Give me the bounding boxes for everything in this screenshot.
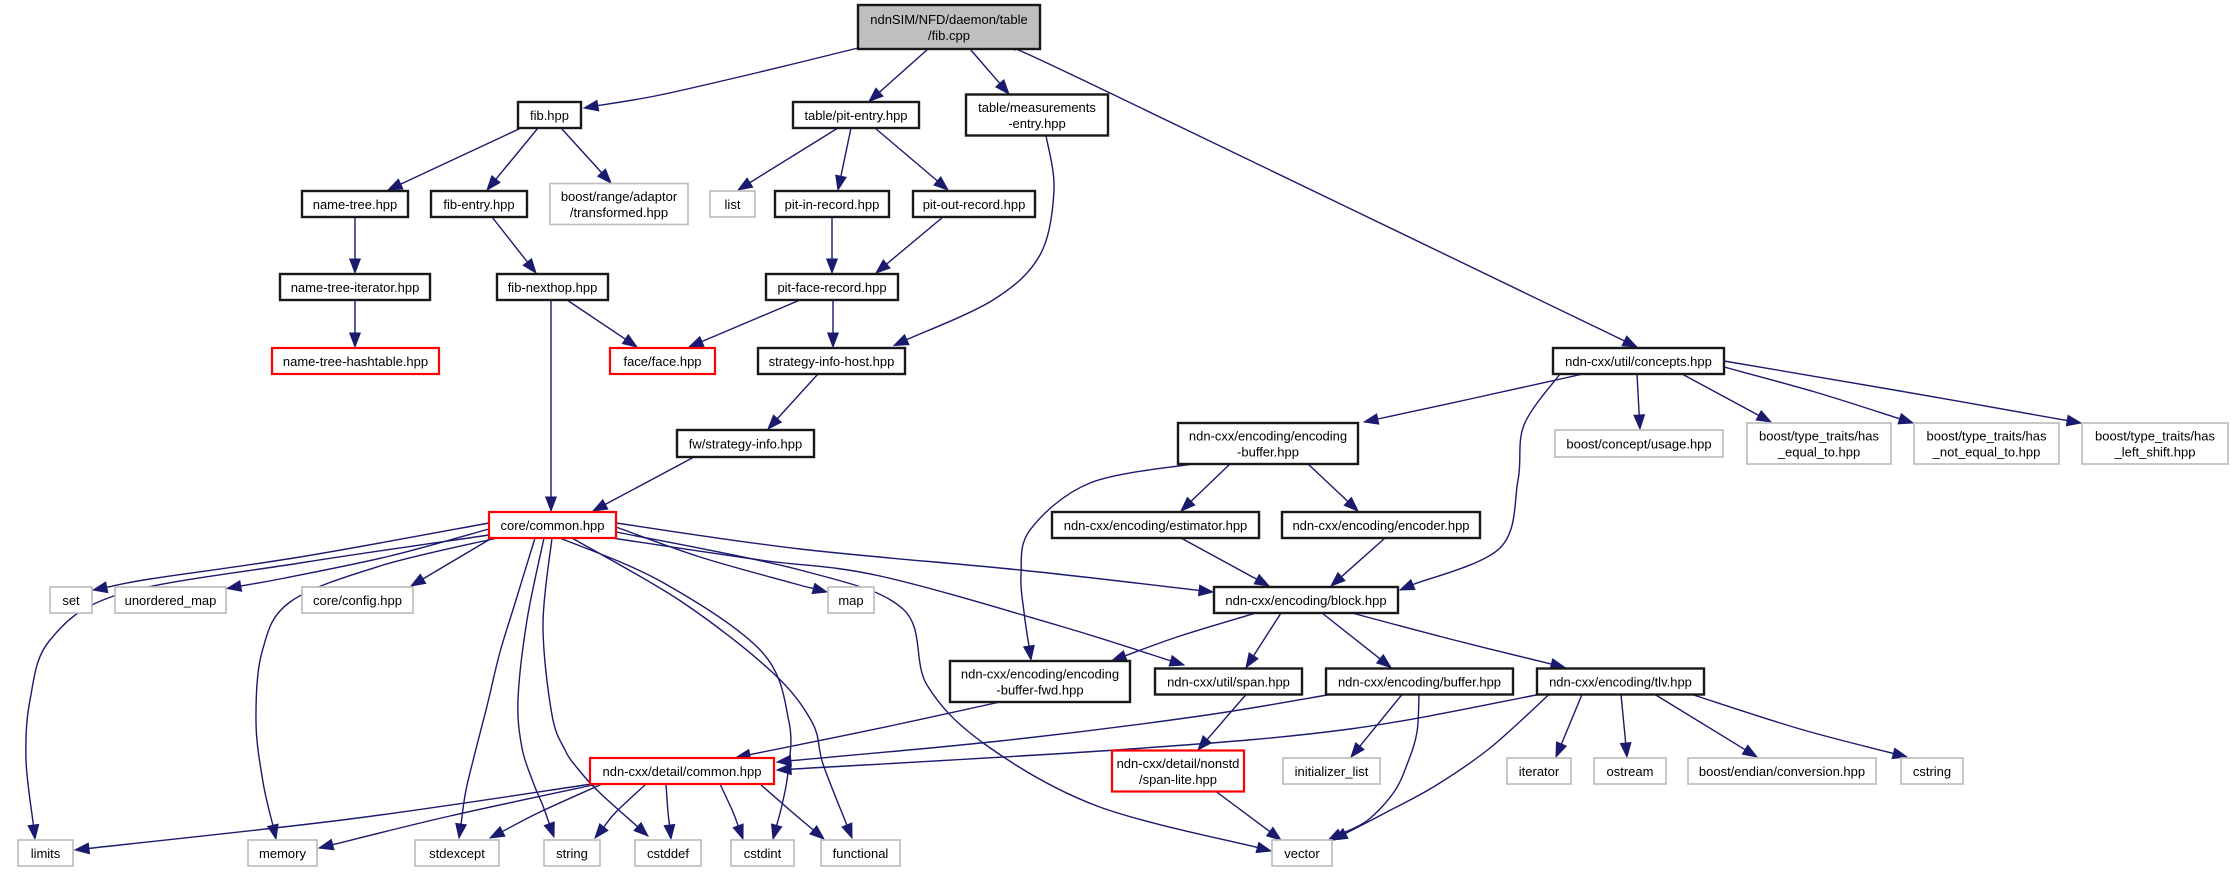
svg-text:ostream: ostream bbox=[1607, 764, 1654, 779]
svg-text:ndn-cxx/detail/nonstd: ndn-cxx/detail/nonstd bbox=[1117, 756, 1240, 771]
svg-text:ndn-cxx/encoding/buffer.hpp: ndn-cxx/encoding/buffer.hpp bbox=[1338, 674, 1501, 689]
svg-text:pit-in-record.hpp: pit-in-record.hpp bbox=[785, 197, 880, 212]
svg-text:cstdint: cstdint bbox=[744, 846, 782, 861]
svg-text:initializer_list: initializer_list bbox=[1295, 764, 1369, 779]
svg-text:fib-nexthop.hpp: fib-nexthop.hpp bbox=[508, 280, 598, 295]
svg-text:name-tree.hpp: name-tree.hpp bbox=[313, 197, 398, 212]
svg-text:cstddef: cstddef bbox=[647, 846, 689, 861]
svg-text:unordered_map: unordered_map bbox=[125, 593, 217, 608]
svg-text:ndn-cxx/detail/common.hpp: ndn-cxx/detail/common.hpp bbox=[603, 764, 762, 779]
svg-text:strategy-info-host.hpp: strategy-info-host.hpp bbox=[769, 354, 895, 369]
svg-text:set: set bbox=[62, 593, 80, 608]
svg-text:fib.hpp: fib.hpp bbox=[530, 108, 569, 123]
svg-text:name-tree-hashtable.hpp: name-tree-hashtable.hpp bbox=[283, 354, 428, 369]
svg-text:core/config.hpp: core/config.hpp bbox=[313, 593, 402, 608]
svg-text:face/face.hpp: face/face.hpp bbox=[623, 354, 701, 369]
svg-text:_equal_to.hpp: _equal_to.hpp bbox=[1777, 444, 1860, 459]
svg-text:boost/concept/usage.hpp: boost/concept/usage.hpp bbox=[1566, 436, 1711, 451]
svg-text:/transformed.hpp: /transformed.hpp bbox=[570, 205, 668, 220]
svg-text:ndn-cxx/encoding/block.hpp: ndn-cxx/encoding/block.hpp bbox=[1225, 593, 1386, 608]
svg-text:table/measurements: table/measurements bbox=[978, 100, 1096, 115]
svg-text:ndn-cxx/encoding/encoder.hpp: ndn-cxx/encoding/encoder.hpp bbox=[1292, 518, 1469, 533]
svg-text:pit-face-record.hpp: pit-face-record.hpp bbox=[777, 280, 886, 295]
svg-text:/fib.cpp: /fib.cpp bbox=[928, 28, 970, 43]
svg-text:functional: functional bbox=[833, 846, 889, 861]
svg-text:-buffer.hpp: -buffer.hpp bbox=[1237, 444, 1299, 459]
svg-text:/span-lite.hpp: /span-lite.hpp bbox=[1139, 772, 1217, 787]
svg-text:boost/endian/conversion.hpp: boost/endian/conversion.hpp bbox=[1699, 764, 1865, 779]
svg-text:ndn-cxx/util/span.hpp: ndn-cxx/util/span.hpp bbox=[1167, 674, 1290, 689]
svg-text:ndn-cxx/encoding/encoding: ndn-cxx/encoding/encoding bbox=[961, 666, 1119, 681]
svg-text:name-tree-iterator.hpp: name-tree-iterator.hpp bbox=[291, 280, 420, 295]
svg-text:table/pit-entry.hpp: table/pit-entry.hpp bbox=[804, 108, 907, 123]
svg-text:ndn-cxx/encoding/encoding: ndn-cxx/encoding/encoding bbox=[1189, 428, 1347, 443]
svg-text:-buffer-fwd.hpp: -buffer-fwd.hpp bbox=[996, 682, 1083, 697]
svg-text:map: map bbox=[838, 593, 863, 608]
svg-text:boost/type_traits/has: boost/type_traits/has bbox=[1759, 428, 1879, 443]
svg-text:vector: vector bbox=[1284, 846, 1320, 861]
svg-text:boost/type_traits/has: boost/type_traits/has bbox=[2095, 428, 2215, 443]
svg-text:ndnSIM/NFD/daemon/table: ndnSIM/NFD/daemon/table bbox=[870, 12, 1028, 27]
svg-text:_not_equal_to.hpp: _not_equal_to.hpp bbox=[1932, 444, 2041, 459]
svg-text:boost/range/adaptor: boost/range/adaptor bbox=[561, 189, 678, 204]
svg-text:stdexcept: stdexcept bbox=[429, 846, 485, 861]
svg-text:fib-entry.hpp: fib-entry.hpp bbox=[443, 197, 514, 212]
svg-text:list: list bbox=[725, 197, 741, 212]
svg-text:limits: limits bbox=[31, 846, 61, 861]
svg-text:core/common.hpp: core/common.hpp bbox=[500, 518, 604, 533]
svg-text:-entry.hpp: -entry.hpp bbox=[1008, 116, 1066, 131]
svg-text:iterator: iterator bbox=[1519, 764, 1560, 779]
svg-text:pit-out-record.hpp: pit-out-record.hpp bbox=[923, 197, 1026, 212]
svg-text:boost/type_traits/has: boost/type_traits/has bbox=[1927, 428, 2047, 443]
svg-text:ndn-cxx/encoding/tlv.hpp: ndn-cxx/encoding/tlv.hpp bbox=[1549, 674, 1692, 689]
svg-text:ndn-cxx/util/concepts.hpp: ndn-cxx/util/concepts.hpp bbox=[1565, 354, 1712, 369]
svg-text:cstring: cstring bbox=[1913, 764, 1951, 779]
svg-text:memory: memory bbox=[259, 846, 306, 861]
svg-text:ndn-cxx/encoding/estimator.hpp: ndn-cxx/encoding/estimator.hpp bbox=[1064, 518, 1248, 533]
svg-text:fw/strategy-info.hpp: fw/strategy-info.hpp bbox=[689, 436, 802, 451]
svg-text:_left_shift.hpp: _left_shift.hpp bbox=[2114, 444, 2196, 459]
svg-text:string: string bbox=[556, 846, 588, 861]
